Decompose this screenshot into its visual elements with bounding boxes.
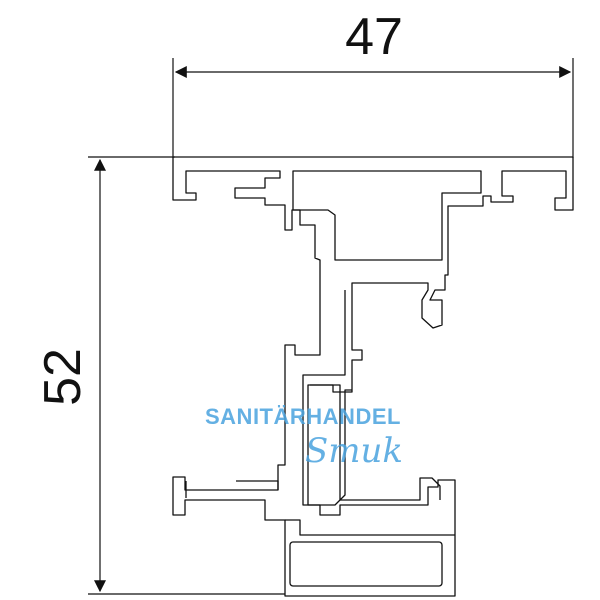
profile-bottom-chamber — [289, 541, 443, 587]
profile-section — [172, 156, 574, 597]
height-dimension-label: 52 — [34, 348, 92, 406]
watermark: SANITÄRHANDEL Smuk — [205, 404, 403, 471]
height-dimension: 52 — [34, 156, 285, 595]
watermark-brand-name: Smuk — [305, 431, 403, 471]
profile-lower-groove — [310, 384, 441, 501]
profile-left-channel — [185, 480, 279, 498]
width-dimension-label: 47 — [345, 8, 403, 66]
profile-upper-chamber — [292, 170, 482, 261]
watermark-company-name: SANITÄRHANDEL — [205, 404, 401, 429]
profile-outer-contour — [172, 156, 574, 597]
width-dimension: 47 — [172, 8, 574, 158]
profile-bottom-web — [285, 519, 455, 536]
profile-middle-chamber — [302, 290, 352, 506]
